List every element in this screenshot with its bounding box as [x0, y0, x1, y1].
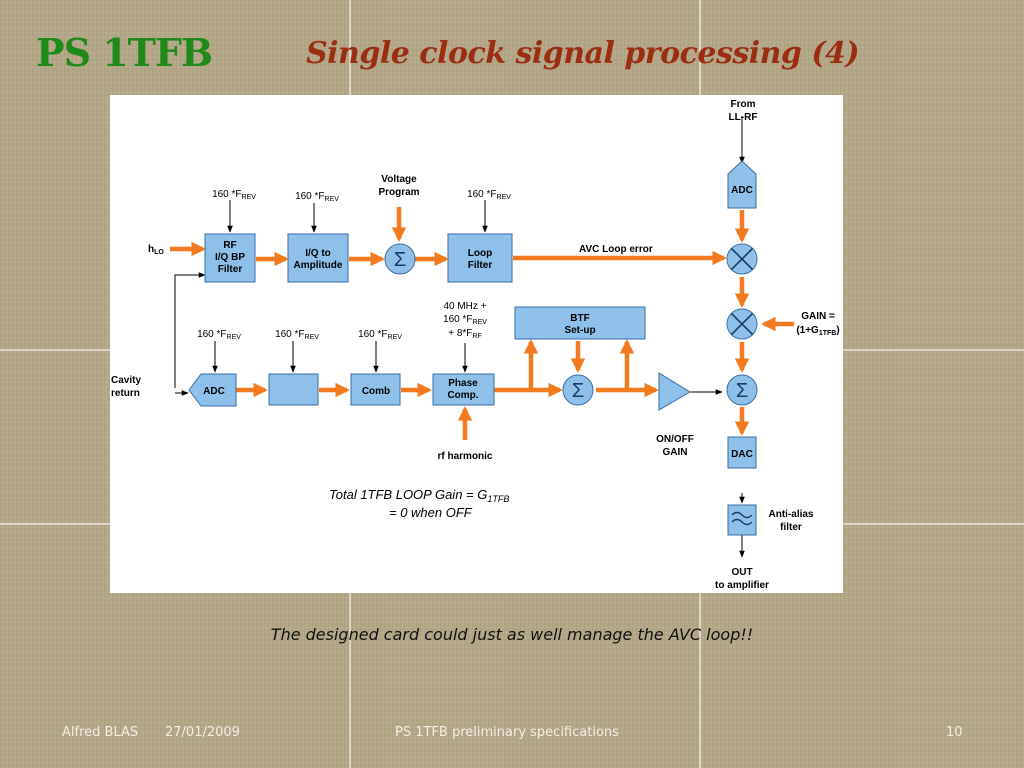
frequency-label: 160 *FREV — [275, 329, 319, 341]
page-number: 10 — [946, 725, 963, 740]
mhz-label: + 8*FRF — [448, 328, 482, 340]
summer-symbol: Σ — [572, 380, 584, 402]
frequency-label: 160 *FREV — [212, 189, 256, 201]
block-diagram: Σ Σ Σ RF I/Q BP Filter I/Q to Amplitude … — [110, 95, 843, 593]
phase-comp-label: Phase — [448, 378, 478, 389]
avc-loop-error-label: AVC Loop error — [579, 244, 653, 255]
slide-caption: The designed card could just as well man… — [270, 625, 754, 644]
cavity-return-label: return — [111, 388, 140, 399]
loop-filter-label: Loop — [468, 248, 492, 259]
rf-iq-filter-label: Filter — [218, 264, 243, 275]
voltage-program-label: Program — [378, 187, 419, 198]
frequency-label: 160 *FREV — [467, 189, 511, 201]
onoff-gain-label: GAIN — [663, 447, 688, 458]
total-gain-note: Total 1TFB LOOP Gain = G1TFB — [329, 487, 509, 504]
voltage-program-label: Voltage — [381, 174, 417, 185]
phase-comp-label: Comp. — [447, 390, 478, 401]
hlo-label: hLO — [148, 244, 164, 256]
from-llrf-label: LL-RF — [729, 112, 758, 123]
loop-filter-label: Filter — [468, 260, 493, 271]
mhz-label: 160 *FREV — [443, 314, 487, 326]
anti-alias-label: Anti-alias — [768, 509, 813, 520]
dac-label: DAC — [731, 449, 753, 460]
iq-amplitude-label: I/Q to — [305, 248, 331, 259]
cavity-return-label: Cavity — [111, 375, 141, 386]
btf-setup-label: Set-up — [564, 325, 595, 336]
onoff-gain-label: ON/OFF — [656, 434, 694, 445]
rf-harmonic-label: rf harmonic — [437, 451, 492, 462]
iq-amplitude-label: Amplitude — [294, 260, 343, 271]
adc-top-label: ADC — [731, 185, 753, 196]
out-label: OUT — [731, 567, 752, 578]
rf-iq-filter-label: RF — [223, 240, 236, 251]
footer-date: 27/01/2009 — [165, 725, 240, 740]
out-label: to amplifier — [715, 580, 769, 591]
comb-label: Comb — [362, 386, 390, 397]
rf-iq-filter-label: I/Q BP — [215, 252, 245, 263]
footer-author: Alfred BLAS — [62, 725, 139, 740]
adc-label: ADC — [203, 386, 225, 397]
frequency-label: 160 *FREV — [197, 329, 241, 341]
slide-title: Single clock signal processing (4) — [306, 36, 860, 71]
summer-symbol: Σ — [736, 380, 748, 402]
frequency-label: 160 *FREV — [295, 191, 339, 203]
summer-symbol: Σ — [394, 249, 406, 271]
total-gain-note: = 0 when OFF — [389, 505, 473, 520]
diagram-canvas: Σ Σ Σ RF I/Q BP Filter I/Q to Amplitude … — [111, 99, 840, 591]
gain-label: GAIN = — [801, 311, 835, 322]
slide-short-title: PS 1TFB — [36, 30, 213, 75]
footer-title: PS 1TFB preliminary specifications — [395, 725, 619, 740]
anti-alias-label: filter — [780, 522, 802, 533]
gain-label: (1+G1TFB) — [796, 325, 839, 337]
frequency-label: 160 *FREV — [358, 329, 402, 341]
from-llrf-label: From — [731, 99, 756, 110]
mhz-label: 40 MHz + — [443, 301, 486, 312]
btf-setup-label: BTF — [570, 313, 589, 324]
